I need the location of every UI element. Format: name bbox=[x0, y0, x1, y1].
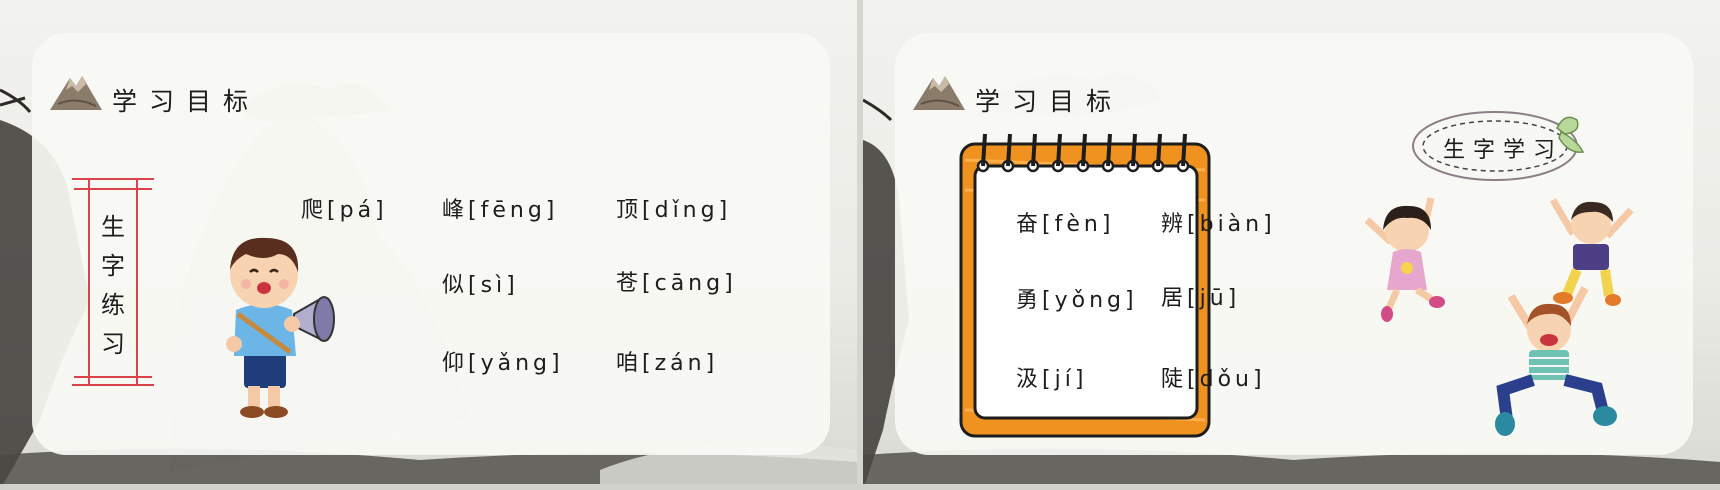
word-item: 峰[fēng] bbox=[442, 198, 559, 223]
page-title: 学习目标 bbox=[975, 87, 1124, 116]
word-item: 仰[yǎng] bbox=[442, 351, 564, 376]
notebook-spiral bbox=[976, 133, 1190, 173]
bottom-strip bbox=[0, 484, 1720, 490]
word-item: 陡[dǒu] bbox=[1161, 367, 1266, 392]
word-item: 勇[yǒng] bbox=[1016, 288, 1138, 313]
word-item: 咱[zán] bbox=[616, 351, 719, 376]
word-item: 似[sì] bbox=[442, 273, 519, 298]
slide-right: 学习目标 奋[fèn] 辨[biàn] 勇[yǒng] 居[jū] 汲[jí] … bbox=[863, 0, 1720, 490]
vertical-label-box: 生 字 练 习 bbox=[72, 178, 154, 386]
word-item: 辨[biàn] bbox=[1161, 212, 1276, 237]
mountain-icon bbox=[913, 76, 965, 110]
word-item: 苍[cāng] bbox=[616, 271, 737, 296]
oval-label: 生字学习 bbox=[1443, 138, 1564, 163]
boy-megaphone-illustration bbox=[226, 237, 335, 418]
word-item: 爬[pá] bbox=[301, 198, 388, 223]
word-item: 汲[jí] bbox=[1016, 367, 1088, 392]
mountain-icon bbox=[50, 76, 102, 110]
page-title: 学习目标 bbox=[112, 87, 261, 116]
vertical-label: 生 字 练 习 bbox=[101, 213, 125, 358]
word-item: 奋[fèn] bbox=[1016, 212, 1115, 237]
slide-left: 学习目标 生 字 练 习 爬[pá] 峰[fēng] 顶[dǐn bbox=[0, 0, 857, 490]
content-card bbox=[32, 33, 830, 455]
word-item: 居[jū] bbox=[1161, 286, 1241, 311]
oval-label-frame bbox=[1412, 111, 1585, 181]
word-item: 顶[dǐng] bbox=[616, 198, 732, 223]
notebook-frame bbox=[959, 133, 1211, 438]
jumping-kids-illustration bbox=[1364, 197, 1634, 436]
slide-divider bbox=[857, 0, 863, 490]
